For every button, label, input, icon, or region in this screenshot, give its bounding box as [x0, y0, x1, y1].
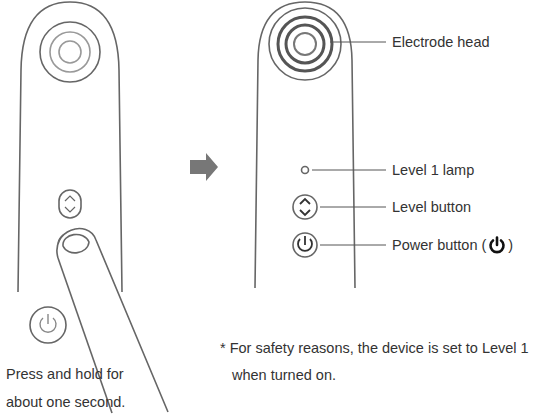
level-button [59, 190, 81, 218]
level-arrows [65, 196, 75, 212]
power-symbol [298, 236, 312, 251]
part-label: Electrode head [392, 33, 490, 51]
part-label: Level button [392, 198, 471, 216]
finger-edge [58, 258, 112, 413]
power-button [293, 233, 317, 257]
note-text: * For safety reasons, the device is set … [220, 335, 546, 389]
electrode-ring [59, 41, 81, 63]
electrode-ring [50, 32, 90, 72]
electrode-head [269, 8, 341, 80]
part-label: Level 1 lamp [392, 161, 474, 179]
power-icon [488, 236, 506, 254]
finger [57, 229, 168, 412]
device-body [18, 2, 122, 292]
level-arrows [300, 199, 310, 215]
leader-line [320, 245, 386, 246]
electrode-ring [294, 33, 316, 55]
part-label: Power button ( [392, 236, 486, 254]
fingernail [63, 234, 89, 252]
electrode-ring [278, 17, 332, 71]
leader-line [320, 207, 386, 208]
instruction-text: Press and hold for about one second. [6, 360, 151, 415]
part-label: ) [508, 236, 513, 254]
power-icon-circle [30, 307, 66, 343]
level-button [293, 195, 317, 219]
power-symbol [40, 314, 56, 332]
arrow [190, 153, 218, 181]
level-lamp [302, 167, 309, 174]
leader-line [330, 42, 386, 43]
electrode-head [40, 22, 100, 82]
electrode-ring [286, 25, 324, 63]
leader-line [312, 170, 386, 171]
